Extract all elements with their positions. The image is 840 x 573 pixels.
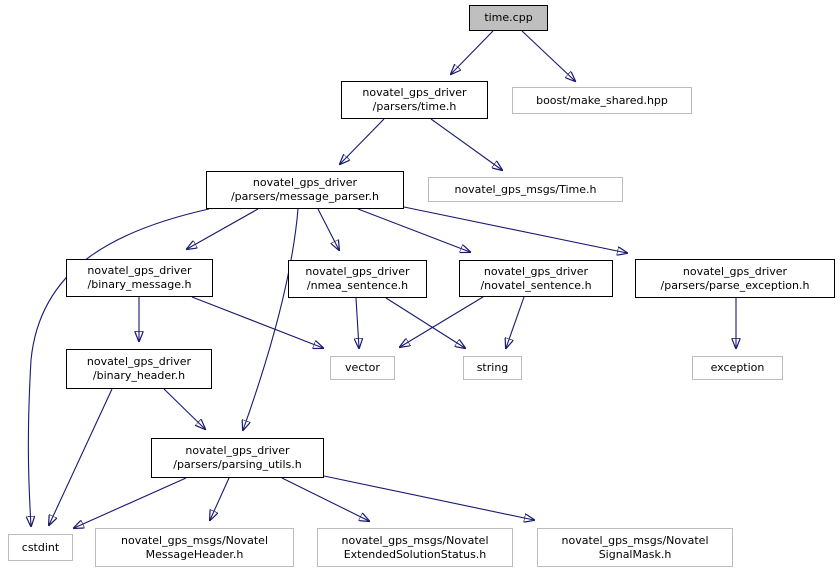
node-parse-exception[interactable]: novatel_gps_driver /parsers/parse_except… <box>635 259 835 298</box>
edge-time-cpp-to-parsers-time-h <box>451 30 494 74</box>
edge-nmea-sentence-to-vector <box>356 297 359 348</box>
node-label-line: /parsers/message_parser.h <box>230 190 380 203</box>
node-label-line: novatel_gps_msgs/Novatel <box>341 533 489 547</box>
node-label-line: SignalMask.h <box>598 547 672 561</box>
edge-novatel-sentence-to-vector <box>400 296 484 347</box>
edge-time-cpp-to-boost-make-shared <box>521 30 575 81</box>
edge-message-parser-to-binary-message <box>187 208 259 249</box>
node-label-line: /parsers/parsing_utils.h <box>173 458 302 471</box>
node-binary-header[interactable]: novatel_gps_driver /binary_header.h <box>66 349 212 389</box>
node-label-line: vector <box>345 361 380 375</box>
node-label-line: /parsers/parse_exception.h <box>660 278 810 292</box>
node-label-line: novatel_gps_msgs/Novatel <box>121 533 268 547</box>
edge-message-parser-to-nmea-sentence <box>317 208 339 250</box>
node-parsers-time-h[interactable]: novatel_gps_driver /parsers/time.h <box>341 81 488 119</box>
node-label-line: cstdint <box>21 540 60 554</box>
node-label-line: time.cpp <box>484 11 533 25</box>
node-label-line: novatel_gps_driver <box>87 264 192 278</box>
node-label-line: novatel_gps_driver <box>362 86 467 100</box>
edge-parsing-utils-to-extended-solution-status <box>281 477 369 521</box>
node-novatel-sentence[interactable]: novatel_gps_driver /novatel_sentence.h <box>459 260 613 297</box>
node-time-cpp: time.cpp <box>469 5 548 31</box>
edge-binary-message-to-vector <box>191 296 323 348</box>
node-message-parser[interactable]: novatel_gps_driver /parsers/message_pars… <box>206 171 404 209</box>
node-label-line: novatel_gps_driver <box>483 264 589 278</box>
node-label-line: novatel_gps_msgs/Novatel <box>561 533 709 547</box>
node-label-line: novatel_gps_msgs/Time.h <box>454 182 597 196</box>
node-label-line: novatel_gps_driver <box>86 355 192 369</box>
edge-message-parser-to-parse-exception <box>403 206 627 253</box>
node-signal-mask: novatel_gps_msgs/Novatel SignalMask.h <box>537 528 733 567</box>
node-parsing-utils[interactable]: novatel_gps_driver /parsers/parsing_util… <box>151 438 324 478</box>
node-label-line: /binary_header.h <box>92 369 186 382</box>
edge-nmea-sentence-to-string <box>385 297 465 348</box>
node-binary-message[interactable]: novatel_gps_driver /binary_message.h <box>66 259 213 297</box>
edge-parsers-time-h-to-msgs-time-h <box>430 118 502 170</box>
node-label-line: /novatel_sentence.h <box>480 278 592 292</box>
edge-novatel-sentence-to-string <box>506 296 525 348</box>
node-novatel-message-header: novatel_gps_msgs/Novatel MessageHeader.h <box>95 528 294 567</box>
node-label-line: novatel_gps_driver <box>252 176 358 190</box>
node-label-line: novatel_gps_driver <box>305 265 410 279</box>
edge-parsers-time-h-to-message-parser <box>340 118 385 164</box>
node-label-line: /parsers/time.h <box>372 100 457 113</box>
node-label-line: exception <box>710 361 765 375</box>
node-label-line: MessageHeader.h <box>145 547 244 561</box>
edge-parsing-utils-to-novatel-message-header <box>210 477 230 520</box>
node-label-line: novatel_gps_driver <box>682 264 788 278</box>
node-cstdint: cstdint <box>8 534 73 561</box>
node-label-line: ExtendedSolutionStatus.h <box>343 547 487 561</box>
edge-binary-header-to-cstdint <box>49 388 113 525</box>
node-label-line: /binary_message.h <box>87 278 192 291</box>
edge-message-parser-to-parsing-utils <box>243 208 299 430</box>
node-label-line: string <box>476 361 509 375</box>
node-extended-solution-status: novatel_gps_msgs/Novatel ExtendedSolutio… <box>317 528 513 567</box>
edge-message-parser-to-novatel-sentence <box>357 208 470 252</box>
node-nmea-sentence[interactable]: novatel_gps_driver /nmea_sentence.h <box>288 260 427 298</box>
node-label-line: boost/make_shared.hpp <box>536 93 668 107</box>
node-boost-make-shared: boost/make_shared.hpp <box>512 87 692 114</box>
node-exception: exception <box>692 356 783 380</box>
edge-parsing-utils-to-cstdint <box>74 477 187 528</box>
edge-binary-header-to-parsing-utils <box>163 388 205 429</box>
node-vector: vector <box>330 356 395 380</box>
edge-message-parser-to-cstdint <box>28 208 210 526</box>
node-string: string <box>463 356 522 380</box>
node-msgs-time-h: novatel_gps_msgs/Time.h <box>428 177 623 202</box>
edge-parsing-utils-to-signal-mask <box>323 475 534 520</box>
node-label-line: novatel_gps_driver <box>185 444 290 458</box>
node-label-line: /nmea_sentence.h <box>306 279 409 292</box>
